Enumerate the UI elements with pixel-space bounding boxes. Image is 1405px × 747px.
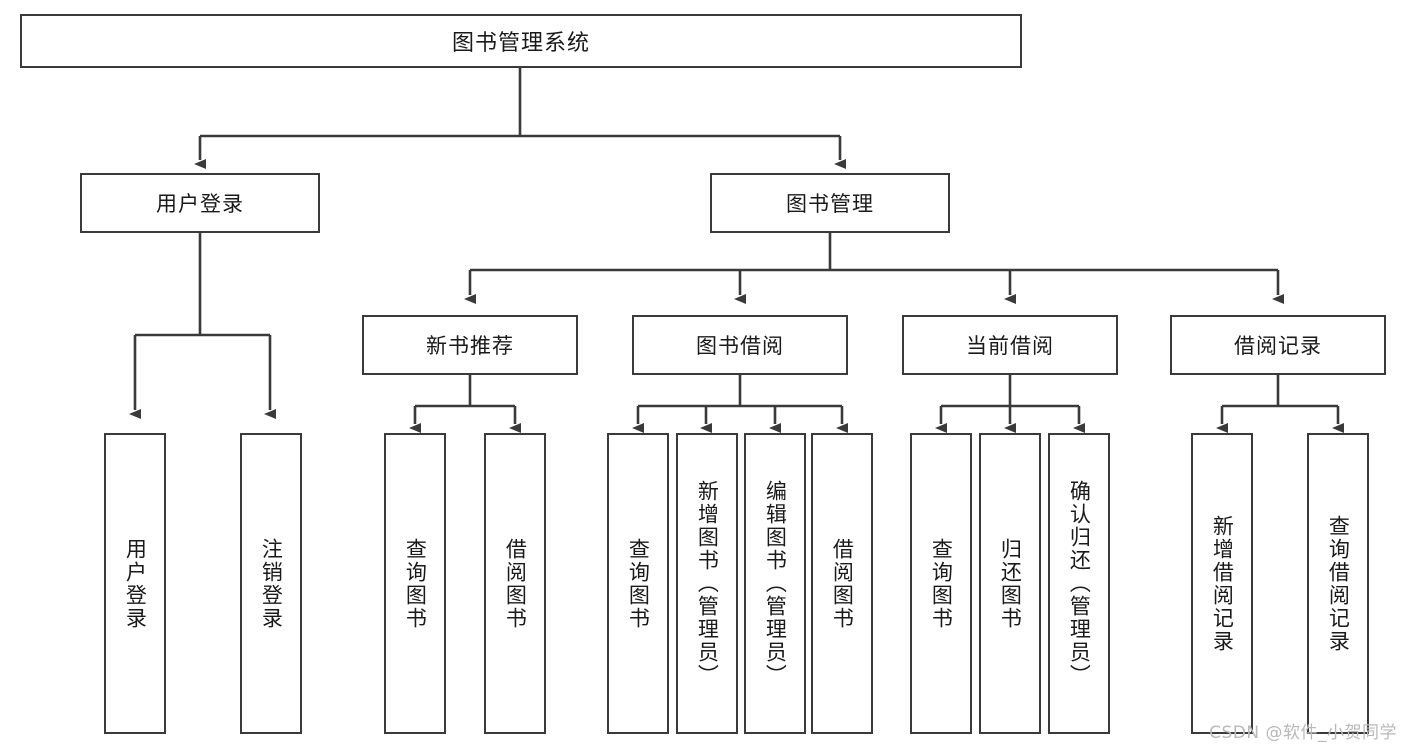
- node-label: 图书借阅: [696, 334, 784, 358]
- leaf-borrow-book-recommend[interactable]: 借阅图书: [484, 433, 546, 734]
- node-label: 确认归还（管理员）: [1067, 480, 1092, 687]
- node-label: 新书推荐: [426, 334, 514, 358]
- node-borrow-records[interactable]: 借阅记录: [1170, 315, 1386, 375]
- leaf-query-book-current[interactable]: 查询图书: [910, 433, 972, 734]
- node-book-management[interactable]: 图书管理: [710, 173, 950, 233]
- node-label: 编辑图书（管理员）: [763, 480, 788, 687]
- node-label: 归还图书: [998, 537, 1023, 630]
- node-label: 图书管理: [786, 192, 874, 216]
- node-current-borrow[interactable]: 当前借阅: [902, 315, 1118, 375]
- leaf-logout[interactable]: 注销登录: [240, 433, 302, 734]
- node-label: 新增借阅记录: [1210, 514, 1235, 653]
- node-new-book-recommend[interactable]: 新书推荐: [362, 315, 578, 375]
- leaf-add-borrow-record[interactable]: 新增借阅记录: [1191, 433, 1253, 734]
- node-label: 查询借阅记录: [1326, 514, 1351, 653]
- leaf-confirm-return-admin[interactable]: 确认归还（管理员）: [1048, 433, 1110, 734]
- node-root-book-management-system[interactable]: 图书管理系统: [20, 14, 1022, 68]
- leaf-add-book-admin[interactable]: 新增图书（管理员）: [676, 433, 738, 734]
- node-label: 查询图书: [403, 537, 428, 630]
- leaf-query-book-recommend[interactable]: 查询图书: [384, 433, 446, 734]
- leaf-return-book[interactable]: 归还图书: [979, 433, 1041, 734]
- node-label: 查询图书: [929, 537, 954, 630]
- node-label: 注销登录: [259, 537, 284, 630]
- node-user-login[interactable]: 用户登录: [80, 173, 320, 233]
- leaf-query-borrow-record[interactable]: 查询借阅记录: [1307, 433, 1369, 734]
- node-label: 当前借阅: [966, 334, 1054, 358]
- node-label: 借阅图书: [830, 537, 855, 630]
- node-label: 借阅记录: [1234, 334, 1322, 358]
- node-label: 新增图书（管理员）: [695, 480, 720, 687]
- leaf-user-login[interactable]: 用户登录: [104, 433, 166, 734]
- node-label: 用户登录: [156, 192, 244, 216]
- leaf-borrow-book[interactable]: 借阅图书: [811, 433, 873, 734]
- node-label: 查询图书: [626, 537, 651, 630]
- node-label: 用户登录: [123, 537, 148, 630]
- leaf-edit-book-admin[interactable]: 编辑图书（管理员）: [744, 433, 806, 734]
- node-book-borrow[interactable]: 图书借阅: [632, 315, 848, 375]
- node-label: 借阅图书: [503, 537, 528, 630]
- node-label: 图书管理系统: [451, 31, 590, 56]
- leaf-query-book-borrow[interactable]: 查询图书: [607, 433, 669, 734]
